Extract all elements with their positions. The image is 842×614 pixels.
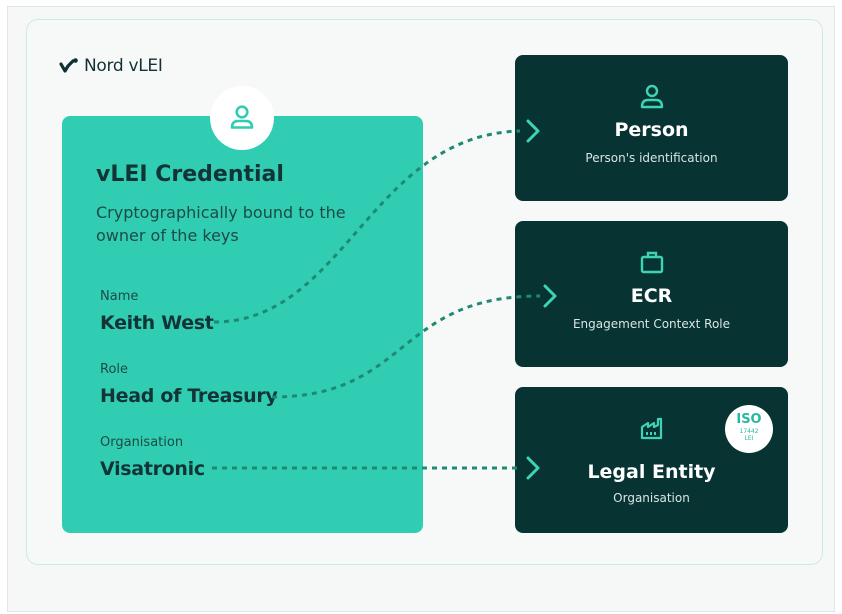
arrow-person-icon [526,119,540,143]
arrow-legal-entity-icon [526,456,540,480]
factory-icon [640,417,662,440]
nord-logo-icon [59,58,78,73]
iso-badge-code: 17442 [739,428,759,435]
field-label-organisation: Organisation [100,435,184,450]
field-value-name: Keith West [100,312,214,334]
field-label-role: Role [100,362,129,377]
legal-entity-card-subtitle: Organisation [613,491,690,505]
arrow-ecr-icon [543,284,557,308]
credential-card [62,116,423,533]
person-card: Person Person's identification [515,55,788,201]
briefcase-icon [640,251,663,274]
person-icon [640,84,663,109]
legal-entity-card-title: Legal Entity [587,461,716,483]
ecr-card-title: ECR [630,285,673,307]
field-label-name: Name [100,289,139,304]
field-value-role: Head of Treasury [100,385,278,407]
person-card-subtitle: Person's identification [585,151,718,165]
credential-avatar [210,86,274,150]
field-value-organisation: Visatronic [100,458,205,480]
iso-badge-lei: LEI [744,435,754,442]
iso-badge-number: 17442 LEI [725,428,773,442]
brand-name: Nord vLEI [84,56,163,76]
credential-title: vLEI Credential [96,162,284,187]
credential-description: Cryptographically bound to the owner of … [96,203,346,245]
iso-badge-title: ISO [736,412,762,427]
ecr-card: ECR Engagement Context Role [515,221,788,367]
connector-name-to-person [213,129,521,324]
iso-badge: ISO 17442 LEI [725,405,773,453]
brand-logo: Nord vLEI [59,56,163,76]
person-icon [230,105,254,129]
connector-role-to-ecr [271,294,541,399]
ecr-card-subtitle: Engagement Context Role [572,317,731,331]
person-card-title: Person [614,119,689,141]
